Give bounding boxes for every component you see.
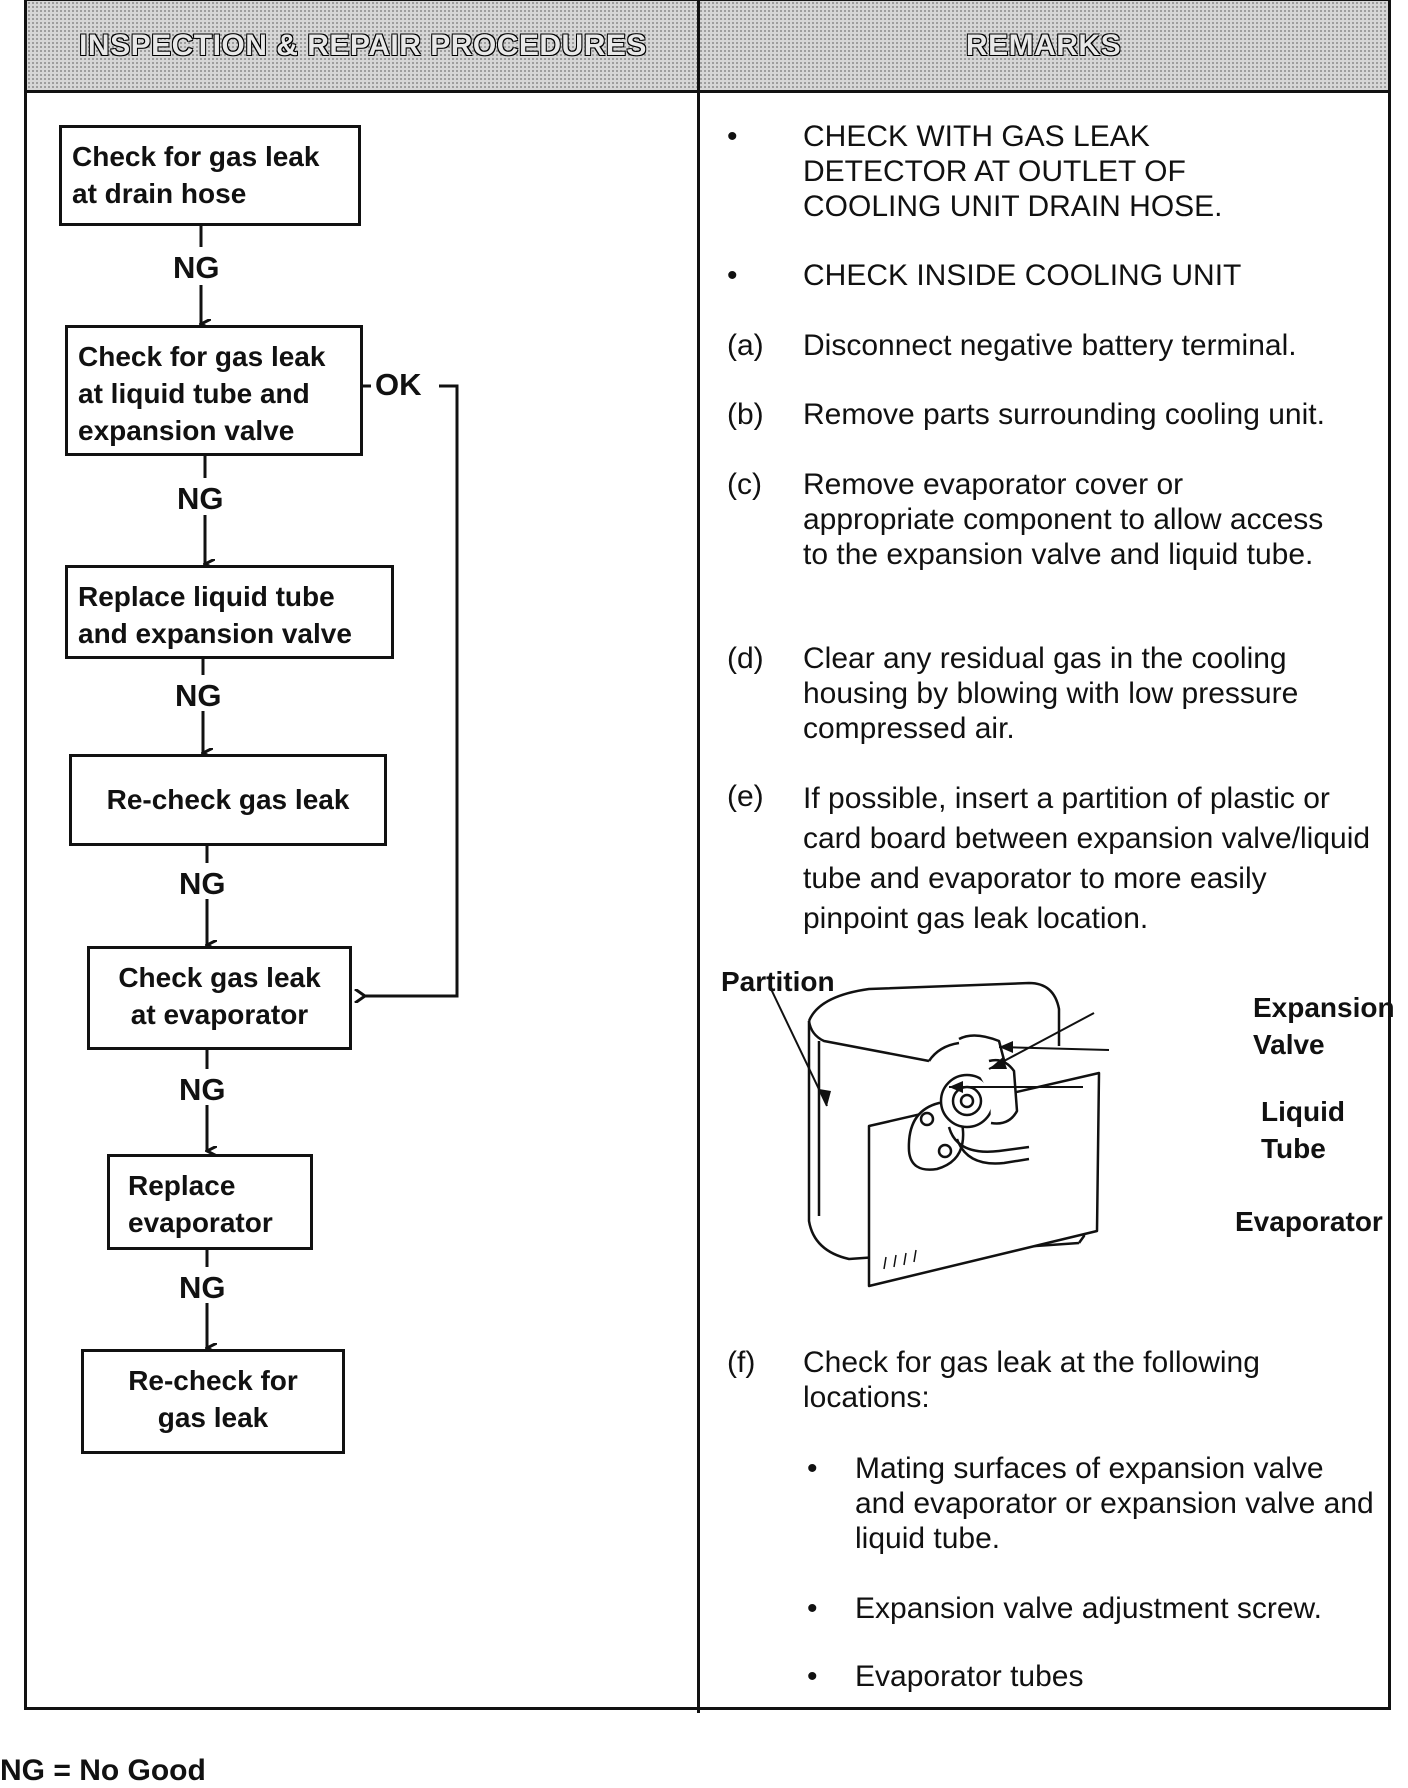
ok-return-line: [365, 384, 459, 996]
valve-side: [988, 1058, 1019, 1125]
remark-sub-bullet-3: Evaporator tubes: [855, 1660, 1084, 1693]
housing-step: [927, 1041, 960, 1062]
remark-sub-bullet-2: Expansion valve adjustment screw.: [855, 1592, 1322, 1625]
header-inspection-repair: INSPECTION & REPAIR PROCEDURES: [27, 1, 699, 93]
label-expansion-valve: Expansion Valve: [1253, 992, 1395, 1060]
housing-top: [807, 981, 1061, 1046]
header-remarks: REMARKS: [699, 1, 1388, 93]
step-recheck-gas-leak: Re-check gas leak: [69, 754, 387, 846]
step-replace-liquid-tube: Replace liquid tube and expansion valve: [65, 565, 394, 659]
remark-step-c: Remove evaporator cover or appropriate c…: [803, 468, 1324, 571]
flowchart-connectors: [27, 226, 459, 1713]
step-marker-c: (c): [727, 468, 762, 501]
label-liquid-tube: Liquid Tube: [1261, 1096, 1345, 1164]
bullet-marker: •: [727, 120, 738, 153]
column-divider: [697, 1, 700, 1713]
remark-step-f: Check for gas leak at the following loca…: [803, 1346, 1260, 1414]
expansion-valve-leader: [988, 1012, 1095, 1070]
evaporator-arrowhead: [949, 1081, 963, 1093]
expansion-valve-center: [959, 1093, 975, 1109]
evaporator-diagram: [770, 981, 1110, 1288]
step-marker-b: (b): [727, 398, 764, 431]
step-check-evaporator: Check gas leak at evaporator: [87, 946, 352, 1050]
ng-label: NG: [175, 678, 222, 713]
liquid-tube-1: [947, 1126, 1030, 1153]
ng-label: NG: [177, 481, 224, 516]
remark-step-e: If possible, insert a partition of plast…: [803, 782, 1371, 935]
sub-bullet-marker: •: [807, 1660, 818, 1693]
remark-bullet-2: CHECK INSIDE COOLING UNIT: [803, 259, 1242, 292]
flange-bolt-2: [937, 1143, 953, 1159]
label-evaporator: Evaporator: [1235, 1206, 1383, 1237]
remark-step-d: Clear any residual gas in the cooling ho…: [803, 642, 1299, 745]
ng-label: NG: [179, 1270, 226, 1305]
step-replace-evaporator: Replace evaporator: [107, 1154, 313, 1250]
remark-bullet-1: CHECK WITH GAS LEAK DETECTOR AT OUTLET O…: [803, 120, 1223, 223]
ng-label: NG: [173, 250, 220, 285]
partition-arrowhead: [819, 1089, 831, 1106]
remark-step-b: Remove parts surrounding cooling unit.: [803, 398, 1325, 431]
procedure-table: INSPECTION & REPAIR PROCEDURES REMARKS: [24, 0, 1395, 1713]
housing-lip: [807, 1020, 930, 1063]
step-check-liquid-tube: Check for gas leak at liquid tube and ex…: [65, 325, 363, 456]
step-check-drain-hose: Check for gas leak at drain hose: [59, 125, 361, 226]
expansion-valve-arrowhead: [989, 1057, 1007, 1069]
sub-bullet-marker: •: [807, 1452, 818, 1485]
step-marker-d: (d): [727, 642, 764, 675]
evaporator-vent-marks: [883, 1249, 917, 1270]
step-marker-e: (e): [727, 780, 764, 813]
housing-body: [807, 1021, 1080, 1261]
bullet-marker: •: [727, 259, 738, 292]
label-partition: Partition: [721, 966, 835, 997]
partition-leader: [770, 988, 828, 1107]
ok-label: OK: [375, 367, 422, 402]
flange-bolt-1: [919, 1111, 935, 1127]
ng-legend: NG = No Good: [0, 1754, 206, 1787]
ng-label: NG: [179, 866, 226, 901]
remark-step-a: Disconnect negative battery terminal.: [803, 329, 1297, 362]
liquid-tube-leader: [998, 1046, 1110, 1051]
remark-sub-bullet-1: Mating surfaces of expansion valve and e…: [855, 1452, 1374, 1555]
sub-bullet-marker: •: [807, 1592, 818, 1625]
step-recheck-for-gas-leak: Re-check for gas leak: [81, 1349, 345, 1454]
step-marker-f: (f): [727, 1346, 756, 1379]
ng-label: NG: [179, 1072, 226, 1107]
step-marker-a: (a): [727, 329, 764, 362]
liquid-tube-2: [955, 1138, 1030, 1165]
liquid-tube-arrowhead: [999, 1041, 1013, 1053]
